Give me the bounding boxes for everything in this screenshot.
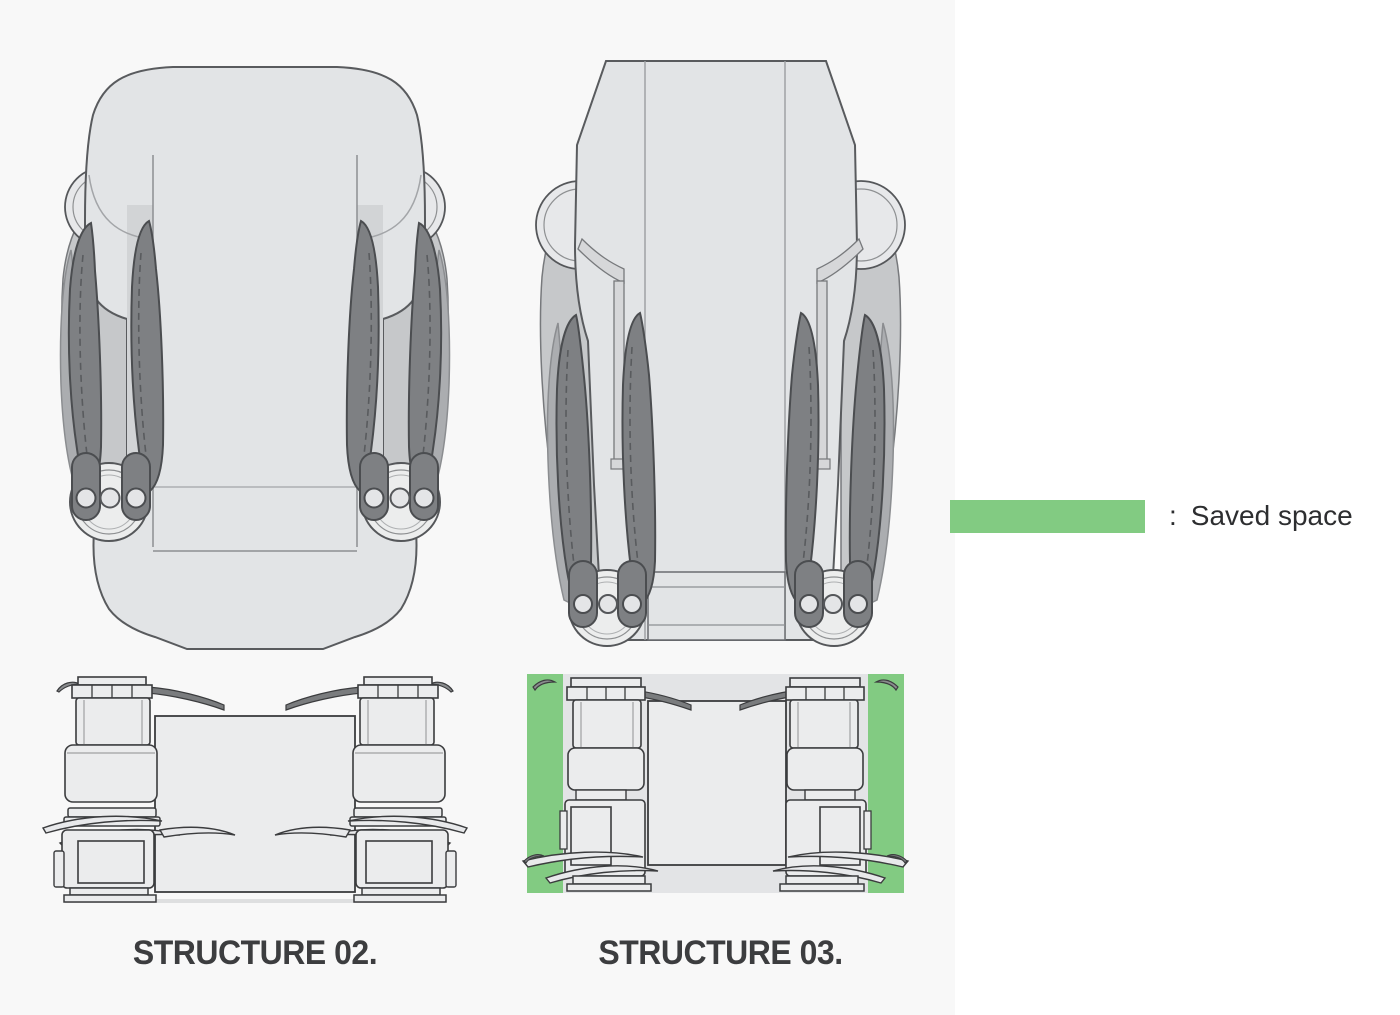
ground-shadow xyxy=(65,899,445,903)
legend-label: Saved space xyxy=(1190,500,1353,531)
rear-deck xyxy=(647,571,786,641)
drone-body-side xyxy=(647,700,787,866)
structure-03-top-view xyxy=(528,55,913,655)
structure-02-top-view xyxy=(45,55,465,655)
structure-03-label: STRUCTURE 03. xyxy=(598,934,843,972)
drone-body xyxy=(84,66,426,650)
legend: : Saved space xyxy=(950,497,1353,535)
structure-03-side-view xyxy=(518,665,913,910)
legend-separator: : xyxy=(1169,500,1177,531)
drone-body-side xyxy=(154,715,356,893)
saved-space-swatch xyxy=(950,499,1145,533)
structure-02-label: STRUCTURE 02. xyxy=(132,934,378,972)
structure-02-side-view xyxy=(40,665,470,910)
